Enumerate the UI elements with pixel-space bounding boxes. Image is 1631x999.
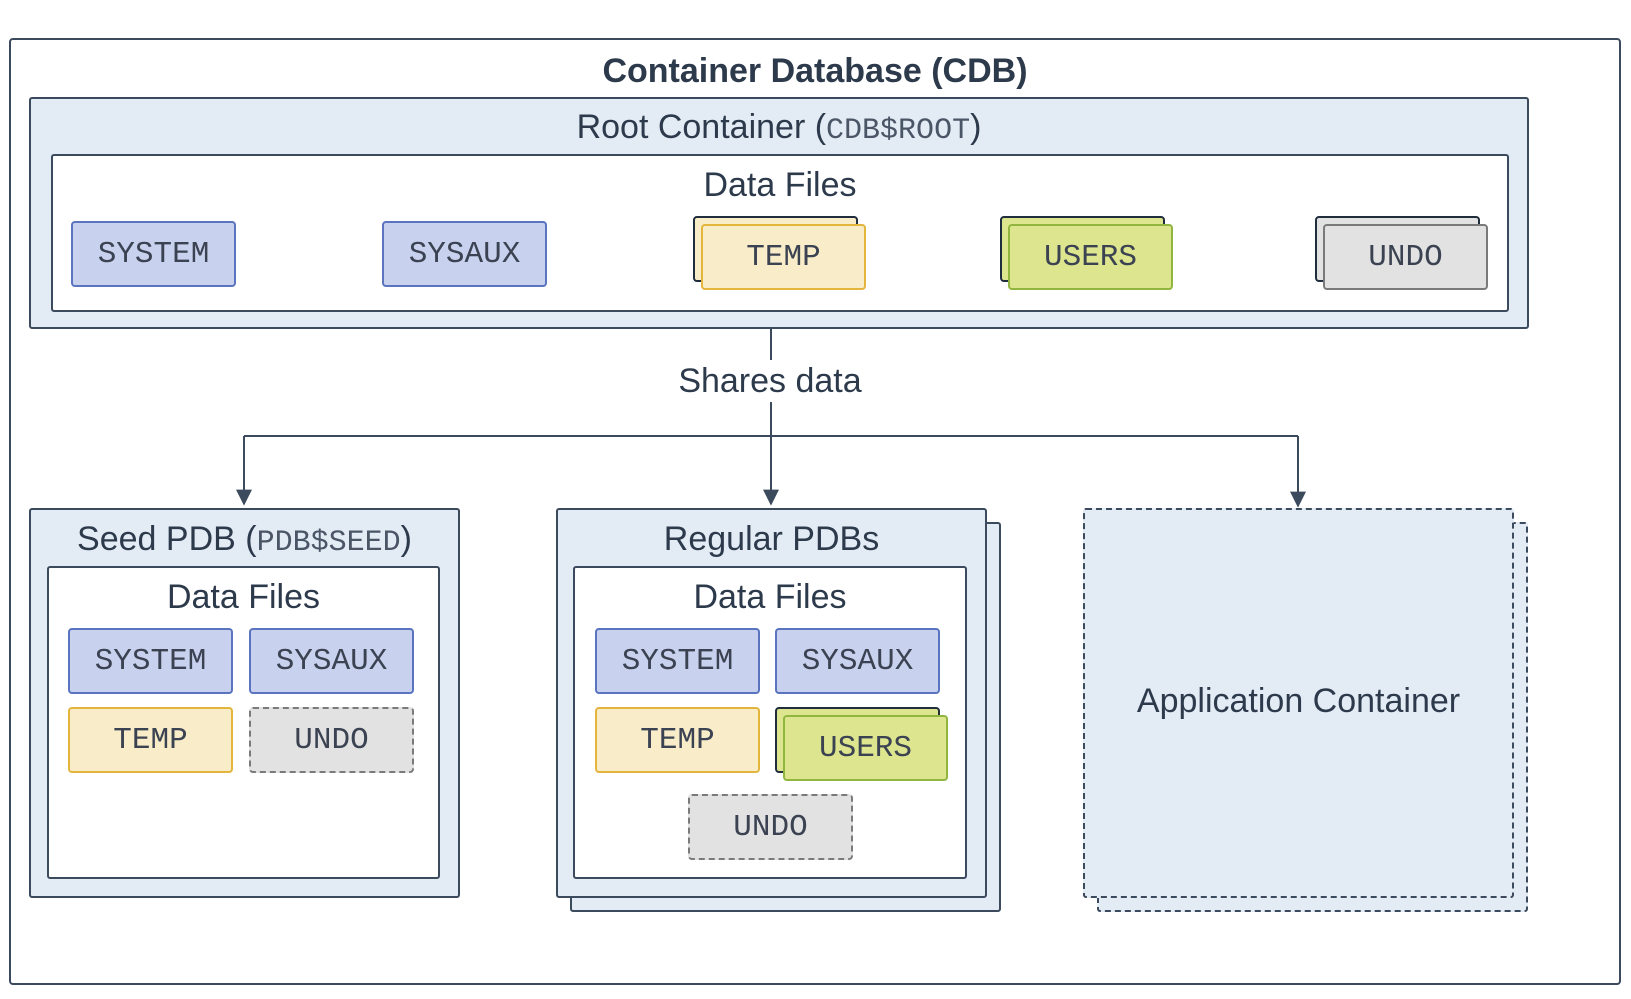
root-file-sysaux: SYSAUX — [382, 221, 547, 287]
cdb-title: Container Database (CDB) — [602, 52, 1028, 90]
seed-file-system: SYSTEM — [68, 628, 233, 694]
root-file-users: USERS — [1008, 224, 1173, 290]
seed-file-temp: TEMP — [68, 707, 233, 773]
regular-file-system: SYSTEM — [595, 628, 760, 694]
app-container-title: Application Container — [1136, 682, 1461, 720]
root-title-code: CDB$ROOT — [826, 114, 971, 148]
regular-file-temp: TEMP — [595, 707, 760, 773]
seed-datafiles-label: Data Files — [166, 578, 321, 616]
root-title-close: ) — [970, 108, 982, 146]
seed-file-sysaux: SYSAUX — [249, 628, 414, 694]
regular-pdbs-title: Regular PDBs — [663, 520, 880, 558]
seed-title-close: ) — [400, 520, 412, 558]
regular-file-sysaux: SYSAUX — [775, 628, 940, 694]
regular-file-undo: UNDO — [688, 794, 853, 860]
root-title-text: Root Container ( — [576, 108, 827, 146]
root-datafiles-label: Data Files — [703, 166, 857, 204]
regular-file-users: USERS — [783, 715, 948, 781]
root-file-system: SYSTEM — [71, 221, 236, 287]
root-file-undo: UNDO — [1323, 224, 1488, 290]
root-container-title: Root Container (CDB$ROOT) — [29, 108, 1529, 148]
seed-title-text: Seed PDB ( — [77, 520, 257, 558]
regular-datafiles-label: Data Files — [693, 578, 847, 616]
root-file-temp: TEMP — [701, 224, 866, 290]
seed-file-undo: UNDO — [249, 707, 414, 773]
seed-pdb-title: Seed PDB (PDB$SEED) — [29, 520, 460, 560]
shares-data-label: Shares data — [678, 362, 862, 400]
seed-title-code: PDB$SEED — [256, 526, 401, 560]
app-container — [1083, 508, 1514, 898]
